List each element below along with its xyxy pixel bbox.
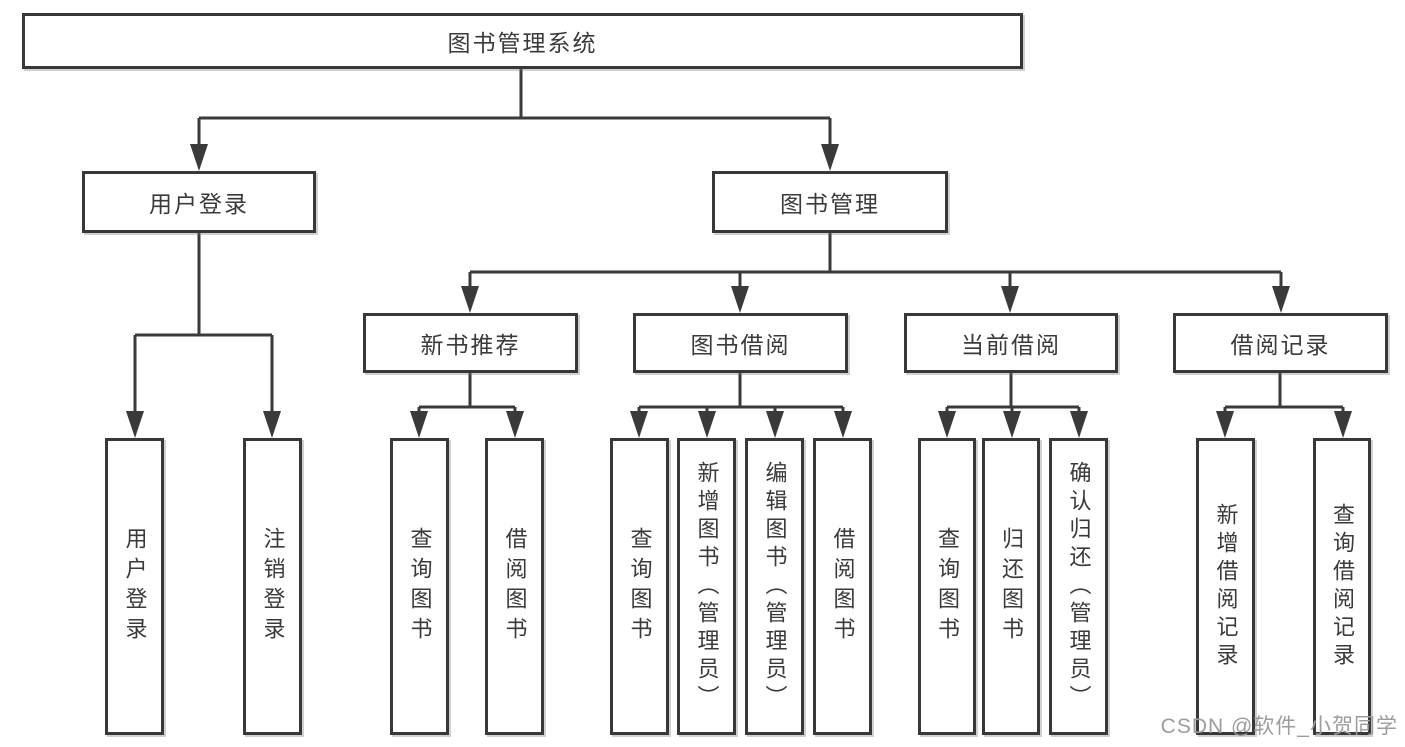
leaf-cb-return-books: 归还图书	[982, 438, 1040, 735]
leaf-logout: 注销登录	[243, 438, 302, 735]
node-root: 图书管理系统	[22, 13, 1023, 69]
leaf-bb-edit-books-admin: 编辑图书（管理员）	[745, 438, 804, 735]
leaf-nbr-query-books: 查询图书	[390, 438, 449, 735]
leaf-nbr-borrow-books: 借阅图书	[485, 438, 544, 735]
node-current-borrowing: 当前借阅	[904, 313, 1118, 373]
leaf-br-query-record: 查询借阅记录	[1313, 438, 1371, 735]
leaf-bb-query-books: 查询图书	[610, 438, 669, 735]
leaf-br-add-record: 新增借阅记录	[1196, 438, 1255, 735]
node-book-management: 图书管理	[712, 171, 948, 233]
node-book-borrowing: 图书借阅	[633, 313, 848, 373]
leaf-cb-query-books: 查询图书	[918, 438, 976, 735]
csdn-watermark: CSDN @软件_小贺同学	[1160, 715, 1398, 738]
node-new-book-recommend: 新书推荐	[363, 313, 578, 373]
arrowheads	[126, 144, 1352, 438]
leaf-cb-confirm-return-admin: 确认归还（管理员）	[1049, 438, 1108, 735]
leaf-user-login: 用户登录	[105, 438, 164, 735]
node-borrowing-records: 借阅记录	[1173, 313, 1388, 373]
leaf-bb-borrow-books: 借阅图书	[813, 438, 872, 735]
node-user-login: 用户登录	[82, 171, 316, 233]
leaf-bb-add-books-admin: 新增图书（管理员）	[677, 438, 736, 735]
